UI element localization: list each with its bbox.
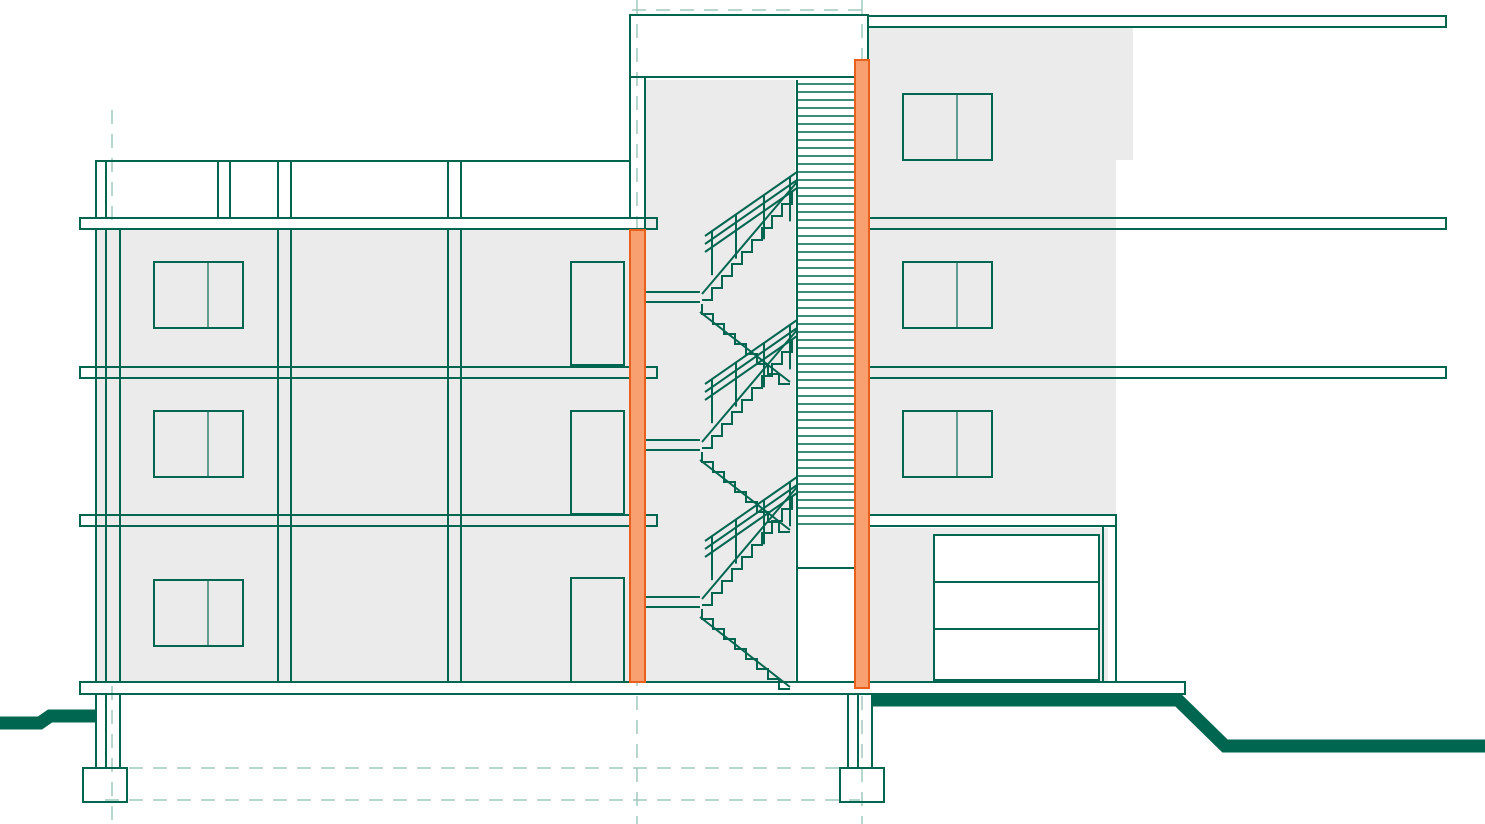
stair-steps-upper bbox=[702, 340, 793, 449]
footing-left bbox=[82, 767, 128, 803]
window bbox=[902, 410, 993, 478]
pier bbox=[847, 693, 859, 769]
column bbox=[447, 228, 462, 683]
ground-line-left bbox=[0, 709, 96, 730]
slab-ground bbox=[79, 681, 1186, 695]
window bbox=[153, 410, 244, 478]
window-frame bbox=[153, 579, 244, 647]
door bbox=[570, 261, 625, 366]
stair-steps-lower bbox=[701, 609, 790, 690]
handrail bbox=[704, 327, 798, 393]
ground-line-right bbox=[872, 693, 1485, 753]
window-frame bbox=[153, 410, 244, 478]
right-slab-1 bbox=[867, 514, 1117, 527]
handrail bbox=[704, 179, 798, 245]
handrail bbox=[704, 476, 798, 542]
slab-roof bbox=[79, 217, 658, 230]
garage-door-frame bbox=[933, 534, 1100, 681]
window bbox=[902, 261, 993, 329]
highlighted-column-left bbox=[629, 229, 646, 683]
window-frame bbox=[902, 410, 993, 478]
stringer-lower bbox=[699, 459, 791, 531]
stair-steps-upper bbox=[702, 192, 793, 301]
window bbox=[153, 261, 244, 329]
right-ground-column bbox=[1102, 525, 1117, 683]
window bbox=[902, 93, 993, 161]
window-frame bbox=[902, 261, 993, 329]
right-roof-slab bbox=[867, 15, 1447, 28]
pier bbox=[857, 693, 873, 769]
stair-base-void bbox=[797, 530, 855, 682]
stair-steps-upper bbox=[702, 497, 793, 606]
stair-flight bbox=[645, 171, 798, 385]
stringer-upper bbox=[701, 329, 798, 443]
roof-parapet bbox=[95, 160, 631, 219]
stair-core-roof bbox=[629, 14, 869, 78]
window-frame bbox=[902, 93, 993, 161]
footing-right bbox=[839, 767, 885, 803]
stringer-lower bbox=[699, 616, 791, 688]
handrail bbox=[704, 484, 798, 550]
handrail bbox=[704, 492, 798, 558]
handrail bbox=[704, 171, 798, 237]
highlighted-column-right bbox=[854, 59, 870, 689]
column bbox=[105, 228, 121, 683]
ground bbox=[0, 693, 1485, 753]
slab-floor-2 bbox=[79, 514, 658, 527]
stair-flight bbox=[645, 319, 798, 533]
stair-flight bbox=[645, 476, 798, 690]
slab-floor-3 bbox=[79, 366, 658, 379]
door bbox=[570, 577, 625, 683]
highlighted-columns bbox=[629, 59, 870, 689]
window-frame bbox=[153, 261, 244, 329]
openings bbox=[153, 93, 993, 683]
door bbox=[570, 410, 625, 515]
handrail bbox=[704, 319, 798, 385]
stair-tread-band bbox=[797, 80, 856, 530]
garage-door bbox=[933, 534, 1100, 681]
handrail bbox=[704, 335, 798, 401]
stringer-upper bbox=[701, 486, 798, 600]
window bbox=[153, 579, 244, 647]
column bbox=[277, 228, 292, 683]
handrail bbox=[704, 187, 798, 253]
pier bbox=[95, 693, 107, 769]
stringer-lower bbox=[699, 311, 791, 383]
staircase bbox=[645, 171, 798, 690]
pier bbox=[105, 693, 121, 769]
stringer-upper bbox=[701, 181, 798, 295]
